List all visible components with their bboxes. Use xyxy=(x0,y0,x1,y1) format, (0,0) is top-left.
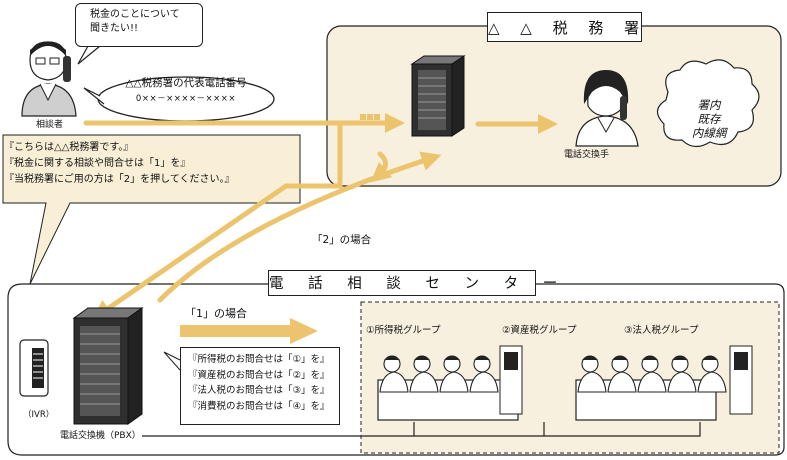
group-3-label: ③法人税グループ xyxy=(624,325,699,336)
operator-label: 電話交換手 xyxy=(564,150,610,160)
ivr-message-text: 『こちらは△△税務署です。』 『税金に関する相談や問合せは「1」を』 『当税務署… xyxy=(4,140,235,188)
ivr-message-line-1: 『こちらは△△税務署です。』 xyxy=(4,142,134,153)
ivr-device xyxy=(19,339,49,397)
caller-label: 相談者 xyxy=(36,120,64,130)
menu-line-1: 『所得税のお問合せは「①」を』 xyxy=(188,354,330,365)
pbx-connection-lines xyxy=(142,422,701,437)
menu-line-4: 『消費税のお問合せは「④」を』 xyxy=(188,400,330,412)
caller-speech-bubble: 税金のことについて聞きたい!! xyxy=(75,3,203,47)
group-1-label: ①所得税グループ xyxy=(366,325,441,336)
cloud-label: 署内既存内線網 xyxy=(691,98,727,140)
option-1-label: 「1」の場合 xyxy=(185,307,247,320)
group-2-label: ②資産税グループ xyxy=(502,325,577,336)
ivr-message-callout xyxy=(2,134,301,285)
ivr-message-line-2: 『税金に関する相談や問合せは「1」を』 xyxy=(4,158,191,169)
call-flow-arrows xyxy=(83,113,558,320)
menu-line-2: 『資産税のお問合せは「②」を』 xyxy=(188,369,330,381)
caller-figure xyxy=(21,41,77,117)
group-2-3-workstations xyxy=(575,345,753,421)
group-1-workstations xyxy=(377,345,523,421)
option-2-label: 「2」の場合 xyxy=(312,234,372,246)
dial-number-text: △△税務署の代表電話番号 0××－××××－×××× xyxy=(98,76,274,122)
tax-office-title: △ △ 税 務 署 xyxy=(487,12,642,42)
extension-network-cloud xyxy=(656,59,760,148)
ivr-label: （IVR） xyxy=(23,410,55,420)
menu-line-3: 『法人税のお問合せは「③」を』 xyxy=(188,385,330,396)
center-title: 電 話 相 談 セ ン タ ー xyxy=(268,270,557,296)
pbx-device xyxy=(72,307,144,425)
arrow-option1 xyxy=(180,318,318,344)
operator-figure xyxy=(575,70,639,147)
dial-number: 0××－××××－×××× xyxy=(135,94,237,104)
tax-menu-callout: 『所得税のお問合せは「①」を』 『資産税のお問合せは「②」を』 『法人税のお問合… xyxy=(180,347,340,425)
ivr-message-line-3: 『当税務署にご用の方は「2」を押してください。』 xyxy=(4,174,235,185)
dial-label: △△税務署の代表電話番号 xyxy=(125,77,247,89)
pbx-label: 電話交換機（PBX） xyxy=(60,431,141,441)
tax-office-server xyxy=(410,55,466,137)
